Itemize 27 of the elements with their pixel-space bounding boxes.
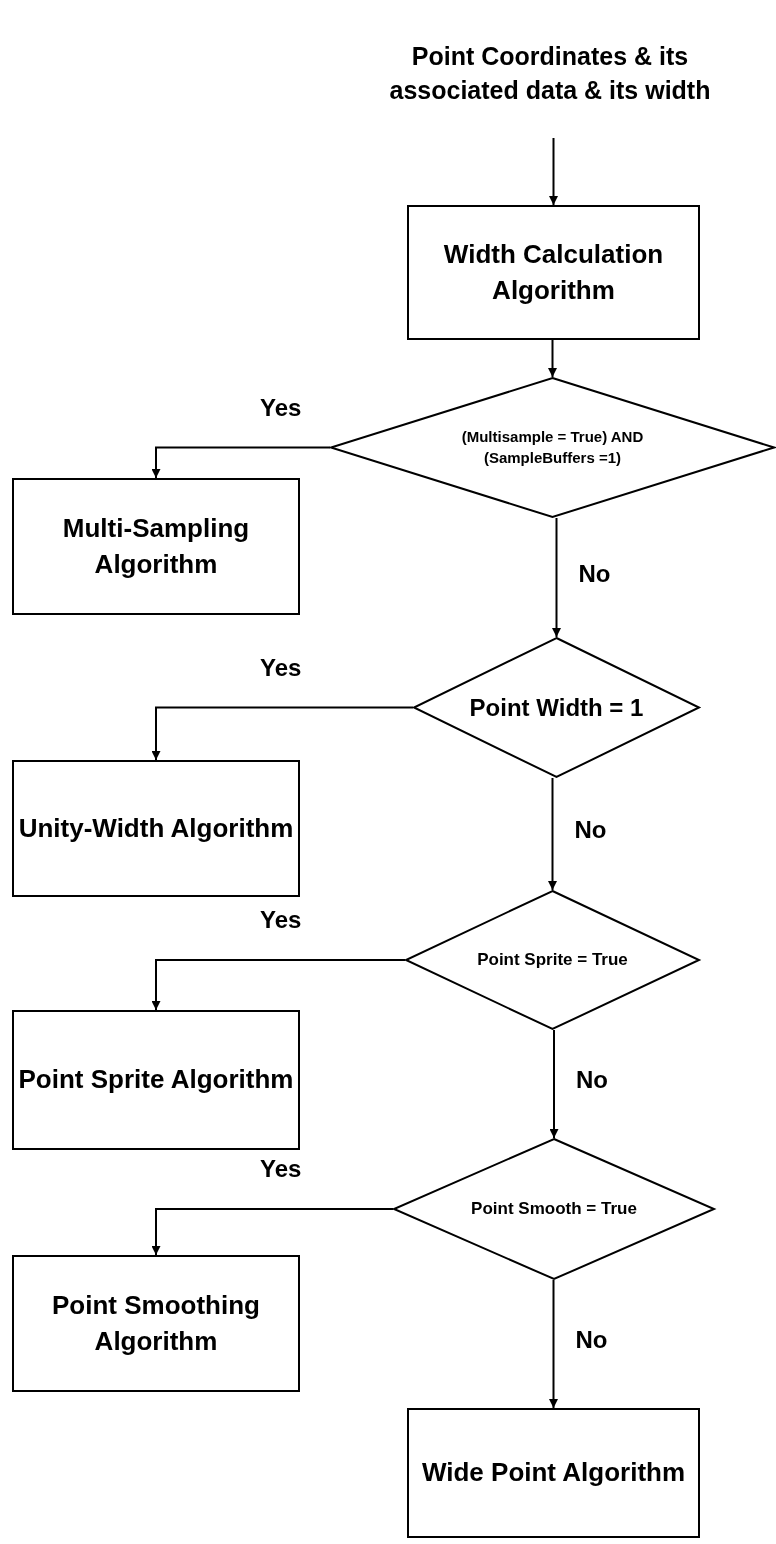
arrow: [549, 1029, 559, 1139]
box-label: Point Smoothing Algorithm: [51, 1288, 261, 1358]
condition-text: Point Sprite = True: [477, 949, 628, 972]
condition-text: Point Smooth = True: [471, 1198, 637, 1221]
arrow: [151, 706, 414, 761]
arrow: [549, 137, 558, 206]
process-box: [12, 1010, 300, 1150]
process-box: [12, 478, 300, 615]
process-box: [407, 1408, 700, 1538]
process-box: [12, 760, 300, 897]
box-label: Width Calculation Algorithm: [442, 237, 665, 307]
arrow: [552, 517, 561, 638]
box-label: Unity-Width Algorithm: [18, 811, 294, 845]
box-label: Wide Point Algorithm: [421, 1456, 686, 1490]
condition-text: Point Width = 1: [469, 693, 644, 723]
arrow: [151, 959, 406, 1011]
arrow: [548, 339, 557, 378]
box-label: Multi-Sampling Algorithm: [61, 511, 251, 581]
input-label: Point Coordinates & its associated data & its width: [388, 40, 712, 106]
condition-text: (Multisample = True) AND (SampleBuffers =1): [460, 426, 645, 468]
process-box: [12, 1255, 300, 1392]
arrow: [151, 1208, 394, 1256]
arrow: [151, 446, 331, 479]
arrow: [548, 777, 557, 891]
process-box: [407, 205, 700, 340]
box-label: Point Sprite Algorithm: [18, 1063, 294, 1097]
arrow: [549, 1279, 558, 1409]
